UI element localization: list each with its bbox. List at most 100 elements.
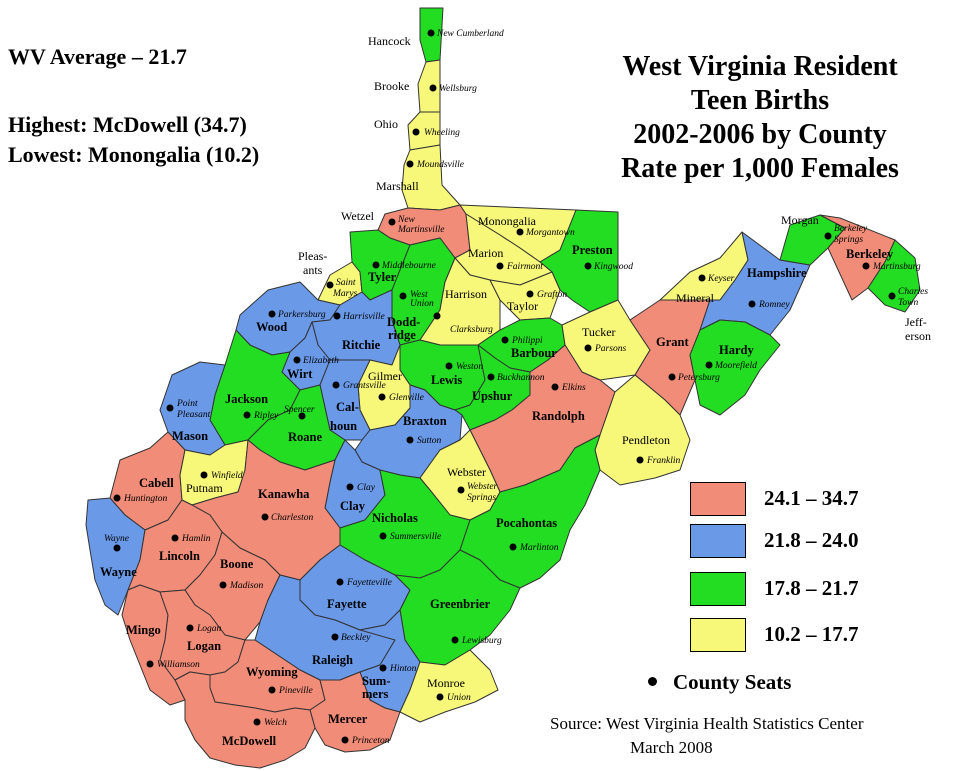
county-label-kanawha: Kanawha	[258, 487, 310, 501]
title-line-2: Teen Births	[690, 85, 830, 116]
seat-label-ripley: Ripley	[253, 411, 279, 421]
county-mcdowell[interactable]	[174, 671, 316, 769]
seat-label-point-pleasant-2: Pleasant	[176, 410, 211, 420]
seat-label-fayetteville: Fayetteville	[346, 578, 392, 588]
county-label-nicholas: Nicholas	[372, 511, 418, 525]
seat-dot-madison	[219, 581, 227, 589]
source-line-1: Source: West Virginia Health Statistics …	[550, 714, 864, 733]
county-hardy[interactable]	[689, 319, 781, 416]
seat-dot-clay	[346, 483, 354, 491]
legend-item-17-8-21-7: 17.8 – 21.7	[690, 572, 950, 612]
seat-label-williamson: Williamson	[157, 660, 200, 670]
county-label-mercer: Mercer	[328, 712, 368, 726]
seat-dot-glenville	[378, 393, 386, 401]
seat-label-charleston: Charleston	[271, 513, 313, 523]
seat-dot-point-pleasant	[166, 404, 174, 412]
seat-label-wellsburg: Wellsburg	[439, 84, 477, 94]
seat-label-new-martinsville-1: New	[397, 215, 416, 225]
seat-dot-weston	[445, 362, 453, 370]
seat-label-new-martinsville-2: Martinsville	[397, 225, 444, 235]
legend-label: 10.2 – 17.7	[764, 622, 859, 646]
county-label-mcdowell: McDowell	[222, 734, 277, 748]
seat-label-romney: Romney	[758, 300, 790, 310]
county-jefferson[interactable]	[867, 239, 921, 313]
seat-dot-pineville	[268, 686, 276, 694]
county-label-fayette: Fayette	[327, 597, 367, 611]
county-label-brooke: Brooke	[374, 79, 409, 93]
county-label-ritchie: Ritchie	[342, 338, 381, 352]
seat-label-charles-town-1: Charles	[898, 287, 928, 297]
legend-swatch	[690, 482, 746, 516]
county-preston[interactable]	[539, 209, 619, 313]
county-marshall[interactable]	[401, 144, 461, 211]
source-line-2: March 2008	[630, 738, 713, 757]
seat-label-franklin: Franklin	[646, 456, 680, 466]
seat-label-fairmont: Fairmont	[506, 262, 543, 272]
seat-dot-princeton	[341, 736, 349, 744]
county-label-monroe: Monroe	[427, 676, 465, 690]
seat-dot-hamlin	[171, 534, 179, 542]
seat-dot-lewisburg	[451, 636, 459, 644]
county-brooke[interactable]	[417, 59, 441, 113]
seat-label-harrisville: Harrisville	[342, 312, 385, 322]
county-label-upshur: Upshur	[472, 389, 513, 403]
county-label-doddridge-1: Dodd-	[387, 315, 420, 329]
seat-dot-spencer	[298, 412, 306, 420]
legend-label: 17.8 – 21.7	[764, 576, 859, 600]
seat-label-princeton: Princeton	[351, 736, 390, 746]
seat-label-moorefield: Moorefield	[714, 360, 757, 371]
seat-label-elkins: Elkins	[561, 383, 586, 393]
seat-dot-parsons	[584, 344, 592, 352]
seat-label-petersburg: Petersburg	[677, 373, 720, 383]
seat-label-saint-marys-1: Saint	[336, 278, 356, 288]
county-label-monongalia: Monongalia	[478, 214, 537, 228]
seat-label-spencer: Spencer	[284, 405, 315, 415]
county-label-greenbrier: Greenbrier	[430, 597, 491, 611]
legend-swatch	[690, 524, 746, 558]
county-label-boone: Boone	[220, 557, 254, 571]
seat-label-webster-springs-1: Webster	[467, 482, 498, 492]
seat-dot-romney	[748, 300, 756, 308]
seat-label-buckhannon: Buckhannon	[497, 373, 545, 383]
seat-dot-sutton	[406, 436, 414, 444]
county-label-mingo: Mingo	[126, 623, 161, 637]
seat-label-middlebourne: Middlebourne	[381, 261, 436, 271]
seat-label-saint-marys-2: Marys	[332, 289, 358, 299]
county-label-braxton: Braxton	[403, 414, 447, 428]
seat-label-kingwood: Kingwood	[593, 262, 633, 272]
seat-dot-webster-springs	[457, 486, 465, 494]
seat-label-west-union-1: West	[410, 290, 428, 300]
county-label-tucker: Tucker	[582, 325, 616, 339]
county-label-morgan: Morgan	[781, 213, 819, 227]
seat-dot-charles-town	[888, 292, 896, 300]
seat-dot-wayne	[113, 544, 121, 552]
county-label-webster: Webster	[447, 465, 486, 479]
seat-dot-williamson	[146, 660, 154, 668]
seat-label-pineville: Pineville	[278, 686, 313, 696]
county-label-lewis: Lewis	[431, 373, 462, 387]
county-label-wetzel: Wetzel	[341, 209, 375, 223]
seat-label-morgantown: Morgantown	[525, 228, 575, 238]
county-seat-dot-icon	[648, 676, 657, 686]
county-monroe[interactable]	[399, 649, 499, 723]
county-label-wayne: Wayne	[100, 565, 137, 579]
seat-label-parkersburg: Parkersburg	[277, 310, 326, 320]
seat-dot-summersville	[379, 532, 387, 540]
seat-label-west-union-2: Union	[410, 299, 434, 309]
seat-dot-parkersburg	[268, 310, 276, 318]
seat-label-hinton: Hinton	[389, 664, 417, 674]
county-seat-labels: New Cumberland Wellsburg Wheeling Mounds…	[104, 29, 928, 746]
legend-label: 21.8 – 24.0	[764, 528, 859, 552]
county-wayne[interactable]	[85, 497, 146, 616]
seat-dot-buckhannon	[487, 373, 495, 381]
seat-dot-elkins	[551, 383, 559, 391]
county-taylor[interactable]	[489, 271, 561, 321]
seat-label-grantsville: Grantsville	[343, 381, 386, 391]
county-label-clay: Clay	[340, 499, 366, 513]
county-pocahontas[interactable]	[459, 434, 601, 589]
state-average: WV Average – 21.7	[8, 44, 187, 69]
county-label-jefferson-2: erson	[905, 329, 931, 343]
highest-county: Highest: McDowell (34.7)	[8, 112, 247, 137]
title-line-1: West Virginia Resident	[622, 51, 898, 82]
